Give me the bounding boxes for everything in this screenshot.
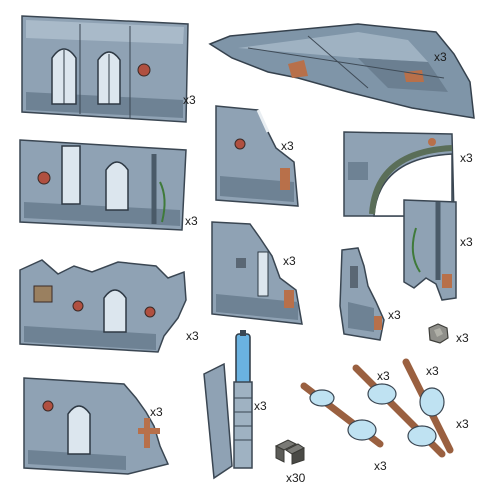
quantity-label: x3 — [374, 459, 387, 473]
quantity-label: x3 — [281, 139, 294, 153]
ruined-wall-low[interactable] — [22, 376, 170, 476]
quantity-label: x30 — [286, 471, 306, 485]
ruined-wall-thin[interactable] — [338, 246, 388, 342]
quantity-label: x3 — [460, 151, 473, 165]
rubble-chunk[interactable] — [426, 322, 450, 344]
gothic-wall-window-arches[interactable] — [20, 14, 190, 123]
quantity-label: x3 — [456, 331, 469, 345]
quantity-label: x3 — [460, 235, 473, 249]
ruined-wall-broken-arches[interactable] — [18, 256, 188, 354]
gothic-wall-pipes[interactable] — [18, 138, 188, 231]
floor-gantry-tile[interactable] — [208, 18, 478, 120]
pylon-tower[interactable] — [202, 328, 254, 480]
arch-corner-wall[interactable] — [342, 130, 458, 220]
connector-clips[interactable] — [274, 436, 306, 466]
ruined-wall-small-b[interactable] — [210, 220, 306, 325]
quantity-label: x3 — [150, 405, 163, 419]
ruined-wall-pipe-c[interactable] — [402, 198, 458, 302]
strap-connector-a[interactable] — [300, 382, 384, 452]
quantity-label: x3 — [183, 93, 196, 107]
quantity-label: x3 — [456, 417, 469, 431]
quantity-label: x3 — [186, 329, 199, 343]
quantity-label: x3 — [426, 364, 439, 378]
strap-connector-c[interactable] — [402, 358, 456, 454]
quantity-label: x3 — [377, 369, 390, 383]
quantity-label: x3 — [283, 254, 296, 268]
quantity-label: x3 — [388, 308, 401, 322]
strap-connector-b[interactable] — [352, 364, 448, 460]
quantity-label: x3 — [254, 399, 267, 413]
quantity-label: x3 — [185, 214, 198, 228]
ruined-wall-small-a[interactable] — [214, 104, 304, 208]
quantity-label: x3 — [434, 50, 447, 64]
